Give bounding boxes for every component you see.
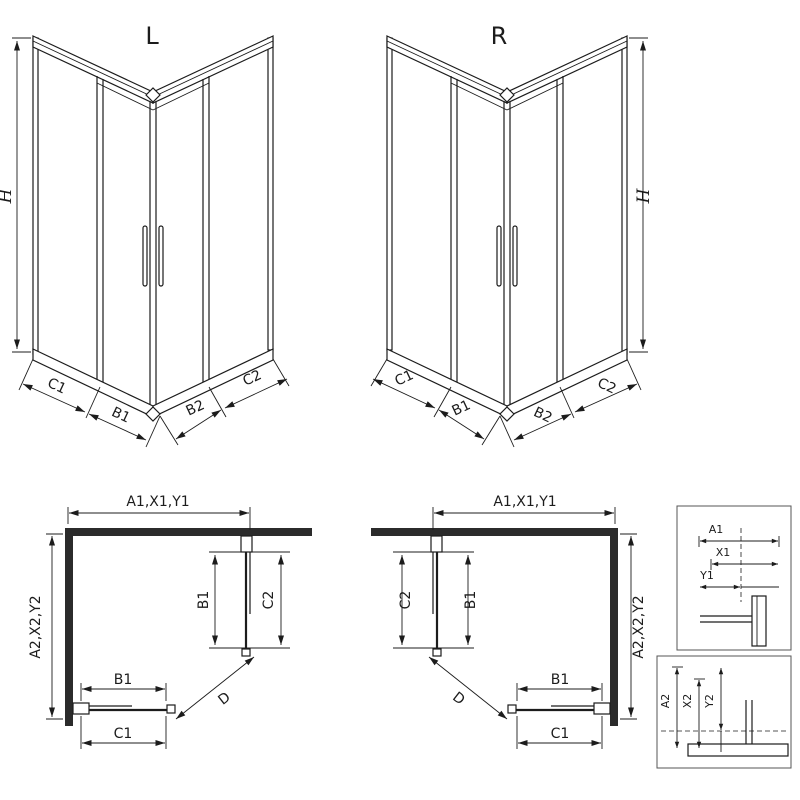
iso-left-dim-b1: B1 [109, 404, 133, 426]
iso-left-dim-c2: C2 [240, 367, 264, 389]
iso-left-dim-c1: C1 [45, 375, 69, 397]
detail-width-profile [751, 595, 767, 647]
iso-view-left: L H C1 B1 B2 C2 [0, 22, 289, 447]
plan-left-dim-c2-side: C2 [261, 591, 277, 610]
detail-dim-y2: Y2 [703, 694, 716, 709]
detail-depth-inset: A2 X2 Y2 [656, 655, 792, 769]
iso-right-dim-c1: C1 [392, 367, 416, 389]
iso-right-dim-c2: C2 [595, 375, 619, 397]
plan-right-dim-b1-side: B1 [463, 591, 479, 610]
detail-depth-border [656, 655, 792, 769]
plan-right-dim-width: A1,X1,Y1 [493, 494, 556, 510]
plan-left-dim-diagonal: D [215, 689, 233, 708]
detail-dim-y1: Y1 [699, 569, 714, 582]
plan-right-dim-depth: A2,X2,Y2 [631, 595, 647, 658]
plan-right-dim-diagonal: D [449, 689, 467, 708]
plan-right-dim-c2-side: C2 [398, 591, 414, 610]
detail-width-border [676, 505, 792, 651]
iso-left-dim-h: H [0, 187, 16, 204]
plan-view-left: A1,X1,Y1 A2,X2,Y2 B1 C2 B1 C1 D [28, 494, 312, 749]
plan-left-dim-b1-side: B1 [196, 591, 212, 610]
plan-view-right: A1,X1,Y1 A2,X2,Y2 C2 B1 B1 C1 D [371, 494, 647, 749]
iso-right-title: R [491, 22, 508, 50]
detail-dim-a2: A2 [659, 694, 672, 709]
iso-left-dim-b2: B2 [184, 397, 208, 419]
iso-right-dim-b1: B1 [450, 397, 474, 419]
plan-right-dim-c1-front: C1 [551, 726, 570, 742]
iso-view-right: R H C2 B2 B1 C1 [371, 22, 654, 447]
detail-dim-a1: A1 [709, 523, 724, 536]
plan-left-dim-width: A1,X1,Y1 [126, 494, 189, 510]
detail-dim-x1: X1 [716, 546, 731, 559]
iso-left-title: L [145, 22, 159, 50]
plan-left-dim-b1-front: B1 [114, 672, 133, 688]
detail-dim-x2: X2 [681, 694, 694, 709]
plan-right-dim-b1-front: B1 [551, 672, 570, 688]
plan-left-dim-depth: A2,X2,Y2 [28, 595, 44, 658]
detail-width-inset: A1 X1 Y1 [676, 505, 792, 651]
iso-right-dim-h: H [634, 187, 654, 204]
plan-left-dim-c1-front: C1 [114, 726, 133, 742]
detail-depth-profile [687, 743, 789, 757]
iso-right-dim-b2: B2 [531, 404, 555, 426]
